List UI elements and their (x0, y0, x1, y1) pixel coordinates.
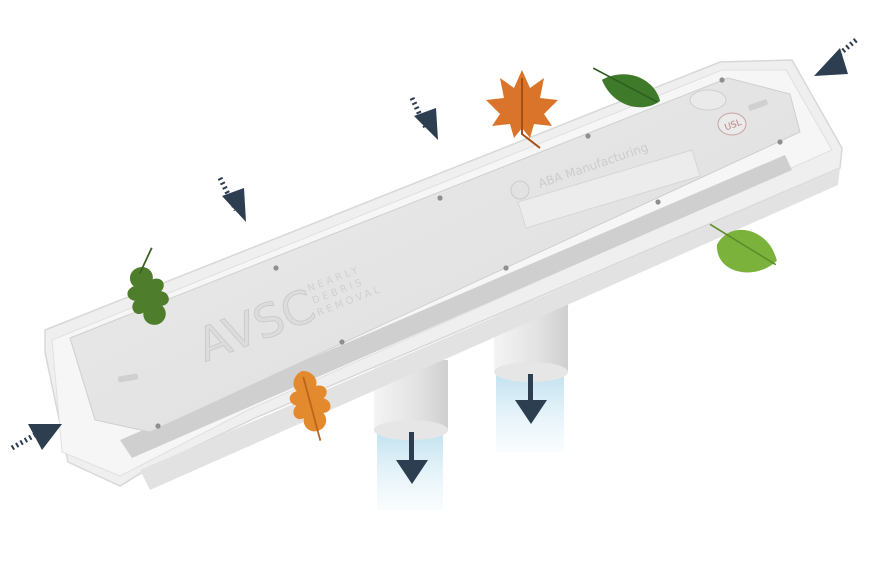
screw (155, 423, 161, 429)
screw (719, 77, 725, 83)
certification-badge-2 (717, 112, 747, 136)
certification-badge-1 (689, 89, 727, 111)
manufacturer-logo-icon (510, 180, 530, 200)
screw (437, 195, 443, 201)
lid-handle-slot-right (748, 99, 768, 111)
screw (273, 265, 279, 271)
skimmer-lid: USL AVSC NEARLY DEBRIS REMOVAL ABA Manuf… (69, 77, 801, 433)
arrow-up-right-icon (10, 424, 62, 451)
arrow-down-left-icon (814, 38, 858, 76)
oak-leaf-icon (289, 371, 331, 441)
maple-leaf-icon (486, 70, 558, 149)
arrow-down-icon (396, 432, 428, 484)
screw (655, 199, 661, 205)
green-leaf-icon (592, 67, 661, 108)
oak-leaf-icon (127, 247, 169, 325)
screw (339, 339, 345, 345)
green-leaf-icon (709, 223, 777, 273)
lid-screws (155, 77, 783, 429)
arrow-down-icon (515, 374, 547, 424)
arrow-down-right-icon (217, 176, 246, 222)
screw (777, 139, 783, 145)
lid-handle-slot-left (117, 373, 139, 383)
arrow-down-right-icon (409, 96, 438, 140)
label-plate (517, 149, 701, 229)
screw (503, 265, 509, 271)
screw (585, 133, 591, 139)
